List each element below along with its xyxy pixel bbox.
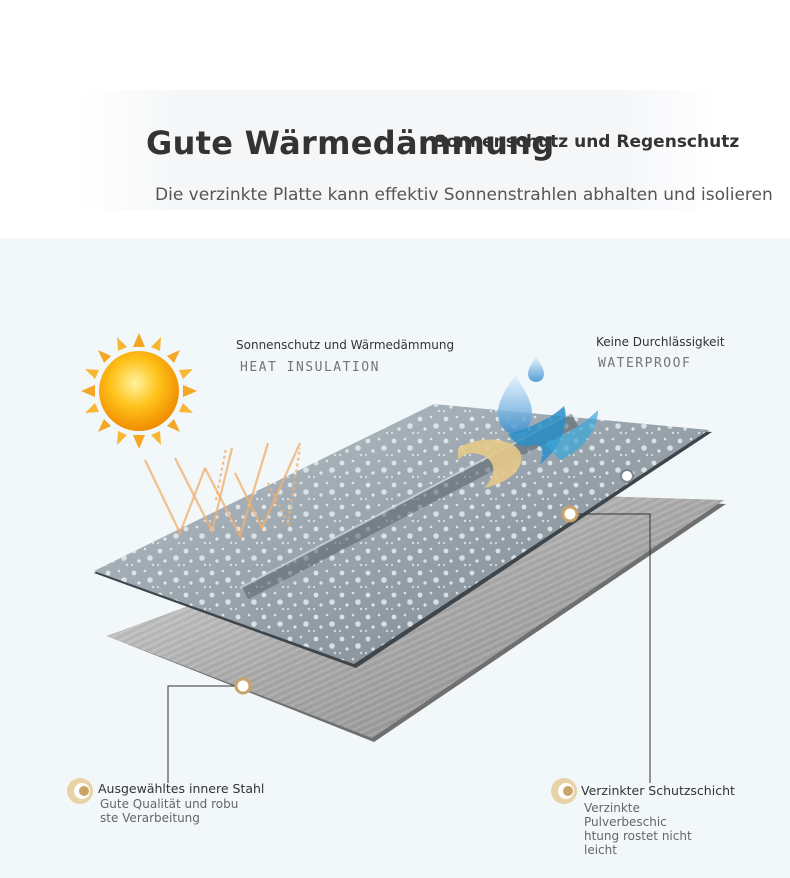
callout-zinc-title: Verzinkter Schutzschicht	[581, 783, 735, 798]
galvanized-plate	[94, 404, 712, 668]
waterproof-icon	[458, 406, 598, 488]
callout-steel-desc-line2: ste Verarbeitung	[100, 811, 200, 825]
water-label-title: Keine Durchlässigkeit	[596, 335, 725, 349]
callout-lines	[167, 513, 651, 783]
callout-steel-desc: Gute Qualität und robu ste Verarbeitung	[100, 797, 240, 825]
page-subtitle: Die verzinkte Platte kann effektiv Sonne…	[155, 185, 773, 205]
page-title-overlay: Sonnenschutz und Regenschutz	[434, 132, 740, 152]
callout-zinc-desc-line2: htung rostet nicht leicht	[584, 829, 692, 857]
marker-dot-icon	[234, 469, 634, 695]
callout-steel-desc-line1: Gute Qualität und robu	[100, 797, 239, 811]
reflected-rays	[144, 442, 302, 539]
callout-steel-title: Ausgewähltes innere Stahl	[98, 781, 265, 796]
badge-icon	[67, 778, 577, 804]
page-title: Gute Wärmedämmung	[146, 124, 555, 162]
callout-zinc-desc: Verzinkte Pulverbeschic htung rostet nic…	[584, 801, 724, 857]
header-background-band	[80, 90, 720, 210]
layer-illustration	[67, 333, 726, 804]
water-label-subtitle: WATERPROOF	[598, 356, 692, 371]
heat-label-subtitle: HEAT INSULATION	[240, 360, 380, 375]
heat-label-title: Sonnenschutz und Wärmedämmung	[236, 338, 455, 352]
water-drop-icon	[498, 356, 544, 434]
header-section: Gute Wärmedämmung Sonnenschutz und Regen…	[0, 0, 790, 238]
sun-icon	[81, 333, 197, 449]
callout-zinc-desc-line1: Verzinkte Pulverbeschic	[584, 801, 667, 829]
